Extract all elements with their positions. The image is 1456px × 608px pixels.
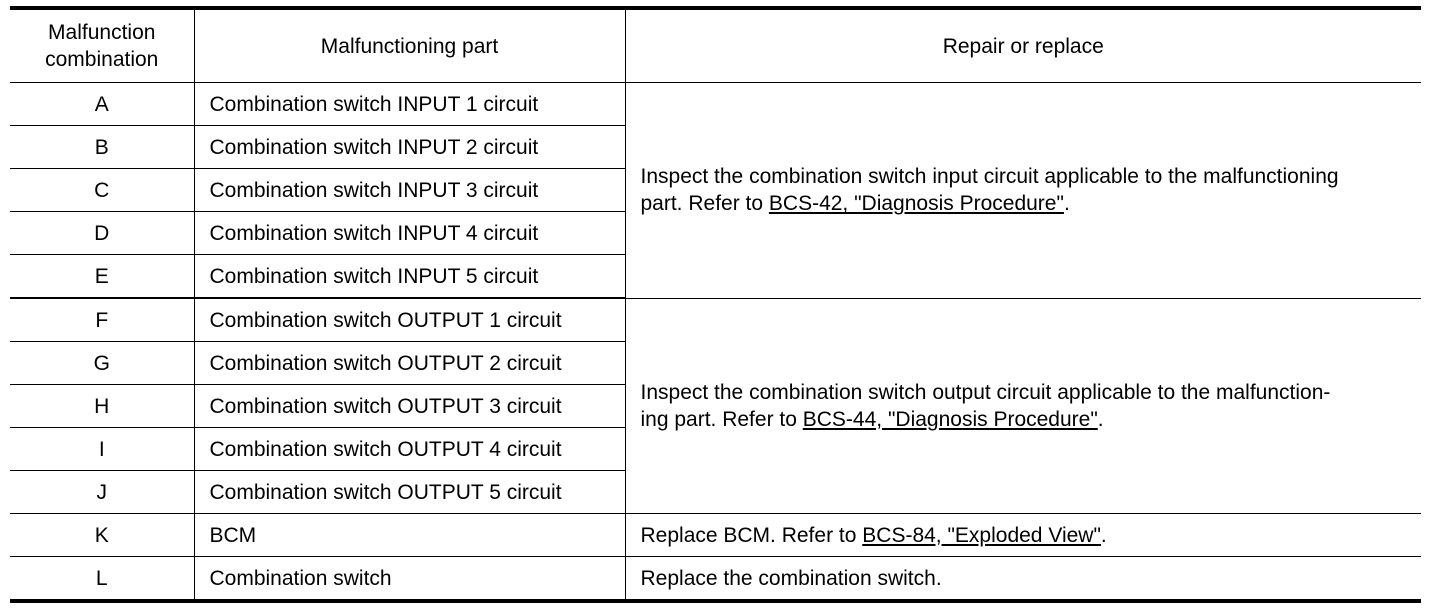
remedy-combination-switch: Replace the combination switch. — [625, 556, 1421, 602]
row-code: I — [10, 427, 195, 471]
row-code: E — [10, 254, 195, 299]
row-part: Combination switch OUTPUT 5 circuit — [194, 470, 626, 514]
table-row: B Combination switch INPUT 2 circuit — [10, 125, 1421, 169]
header-col1-line2: combination — [45, 48, 159, 71]
remedy-input-line1: Inspect the combination switch input cir… — [640, 165, 1339, 189]
remedy-bcm: Replace BCM. Refer to BCS-84, "Exploded … — [625, 513, 1421, 557]
row-code: F — [10, 298, 195, 342]
table-row: K BCM Replace BCM. Refer to BCS-84, "Exp… — [10, 513, 1421, 557]
remedy-output-circuit: Inspect the combination switch output ci… — [625, 298, 1421, 514]
malfunction-table: Malfunction combination Malfunctioning p… — [10, 6, 1421, 603]
row-part: Combination switch OUTPUT 2 circuit — [194, 341, 626, 385]
remedy-input-prefix: part. Refer to — [640, 192, 769, 216]
table-row: D Combination switch INPUT 4 circuit — [10, 211, 1421, 255]
table-row: E Combination switch INPUT 5 circuit — [10, 254, 1421, 299]
header-malfunction-combination: Malfunction combination — [10, 8, 195, 83]
row-part: Combination switch OUTPUT 4 circuit — [194, 427, 626, 471]
remedy-input-suffix: . — [1063, 192, 1070, 216]
row-part: Combination switch INPUT 3 circuit — [194, 168, 626, 212]
malfunction-table-container: Malfunction combination Malfunctioning p… — [10, 6, 1421, 603]
table-row: I Combination switch OUTPUT 4 circuit — [10, 427, 1421, 471]
header-repair-or-replace: Repair or replace — [625, 8, 1421, 83]
row-part: Combination switch INPUT 1 circuit — [194, 82, 626, 126]
table-row: F Combination switch OUTPUT 1 circuit In… — [10, 298, 1421, 514]
table-row: J Combination switch OUTPUT 5 circuit — [10, 470, 1421, 514]
row-code: H — [10, 384, 195, 428]
remedy-input-circuit: Inspect the combination switch input cir… — [625, 82, 1421, 299]
table-row: H Combination switch OUTPUT 3 circuit — [10, 384, 1421, 428]
table-header-row: Malfunction combination Malfunctioning p… — [10, 8, 1421, 83]
row-code: J — [10, 470, 195, 514]
row-part: Combination switch OUTPUT 1 circuit — [194, 298, 626, 342]
remedy-output-line1: Inspect the combination switch output ci… — [640, 380, 1331, 404]
table-row: G Combination switch OUTPUT 2 circuit — [10, 341, 1421, 385]
row-code: A — [10, 82, 195, 126]
remedy-output-suffix: . — [1097, 407, 1104, 431]
link-bcs-42-diagnosis-procedure[interactable]: BCS-42, "Diagnosis Procedure" — [768, 192, 1064, 216]
row-part: Combination switch OUTPUT 3 circuit — [194, 384, 626, 428]
row-part: Combination switch INPUT 5 circuit — [194, 254, 626, 299]
remedy-bcm-suffix: . — [1100, 523, 1107, 547]
remedy-bcm-prefix: Replace BCM. Refer to — [640, 523, 863, 547]
row-part: Combination switch — [194, 556, 626, 602]
remedy-output-prefix: ing part. Refer to — [640, 407, 803, 431]
row-part: Combination switch INPUT 4 circuit — [194, 211, 626, 255]
row-code: G — [10, 341, 195, 385]
row-code: B — [10, 125, 195, 169]
row-code: C — [10, 168, 195, 212]
table-row: A Combination switch INPUT 1 circuit Ins… — [10, 82, 1421, 299]
table-row: L Combination switch Replace the combina… — [10, 556, 1421, 602]
table-row: C Combination switch INPUT 3 circuit — [10, 168, 1421, 212]
row-code: K — [10, 513, 195, 557]
row-code: D — [10, 211, 195, 255]
header-col1-line1: Malfunction — [48, 21, 156, 44]
row-part: BCM — [194, 513, 626, 557]
link-bcs-84-exploded-view[interactable]: BCS-84, "Exploded View" — [862, 523, 1101, 547]
row-code: L — [10, 556, 195, 602]
header-malfunctioning-part: Malfunctioning part — [194, 8, 626, 83]
link-bcs-44-diagnosis-procedure[interactable]: BCS-44, "Diagnosis Procedure" — [802, 407, 1098, 431]
row-part: Combination switch INPUT 2 circuit — [194, 125, 626, 169]
